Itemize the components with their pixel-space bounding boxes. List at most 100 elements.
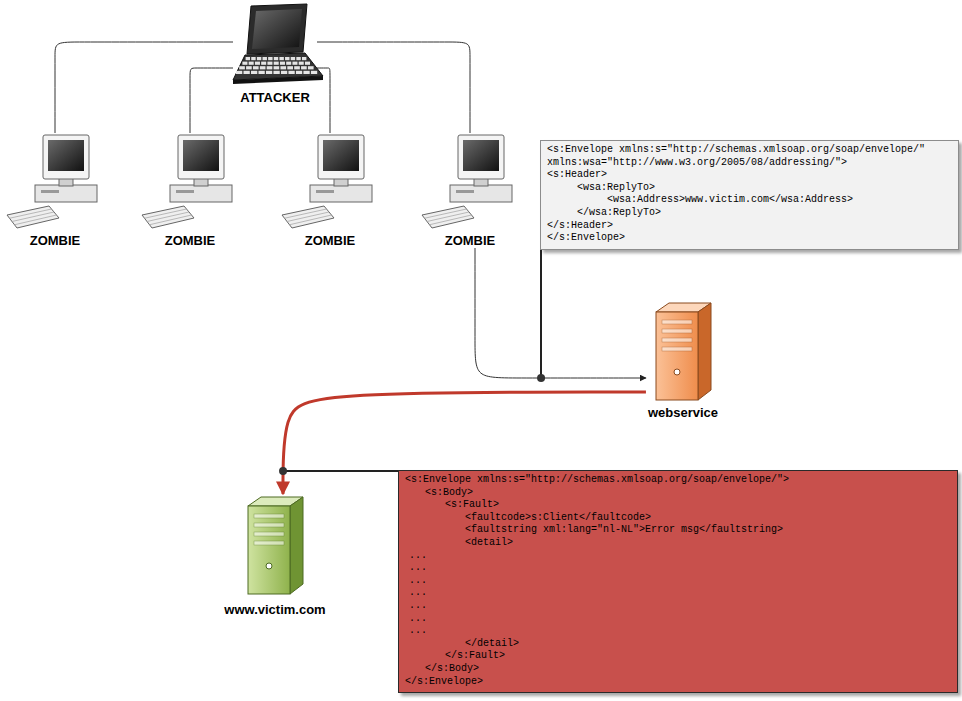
- laptop-key: [305, 62, 310, 65]
- laptop-edge: [233, 76, 323, 84]
- drive-bay: [662, 338, 692, 342]
- laptop-key: [280, 66, 286, 69]
- power-button: [266, 563, 272, 569]
- laptop-key: [236, 71, 242, 74]
- drive-bay: [662, 320, 692, 324]
- code-line: ...: [405, 562, 949, 575]
- node-label: ZOMBIE: [140, 233, 240, 248]
- code-line: ...: [405, 587, 949, 600]
- code-line: <wsa:Address>www.victim.com</wsa:Address…: [547, 194, 950, 207]
- connector-line: [190, 68, 233, 133]
- laptop-key: [258, 71, 264, 74]
- connector-line: [317, 42, 470, 133]
- code-line: </s:Header>: [547, 220, 950, 233]
- server-side: [290, 497, 303, 594]
- icon: [245, 494, 305, 602]
- leader-line: [540, 250, 542, 378]
- laptop-key: [246, 66, 252, 69]
- drive-bay: [254, 532, 284, 536]
- code-line: <s:Envelope xmlns:s="http://schemas.xmls…: [547, 144, 950, 157]
- pc-case: [450, 185, 512, 202]
- pc-monitor: [178, 135, 224, 179]
- pc-drive: [316, 190, 334, 193]
- keyboard-row: [15, 215, 57, 225]
- zombie-computer: ZOMBIE: [140, 133, 240, 248]
- pc-monitor: [318, 135, 364, 179]
- pc-case: [35, 185, 97, 202]
- code-line: <s:Fault>: [405, 499, 949, 512]
- laptop-key: [291, 57, 295, 60]
- laptop-key: [296, 57, 300, 60]
- leader-line: [283, 470, 398, 472]
- server-front: [656, 312, 698, 400]
- pc-case: [170, 185, 232, 202]
- laptop-key: [279, 57, 283, 60]
- laptop-key: [303, 71, 309, 74]
- code-line: </s:Envelope>: [547, 232, 950, 245]
- laptop-key: [302, 57, 306, 60]
- laptop-key: [253, 66, 259, 69]
- laptop-key: [261, 62, 266, 65]
- server-front: [248, 506, 290, 594]
- code-line: <detail>: [405, 537, 949, 550]
- laptop-key: [266, 71, 272, 74]
- code-line: </s:Body>: [405, 663, 949, 676]
- drive-bay: [662, 347, 692, 351]
- leader-dot: [279, 467, 287, 475]
- pc-screen: [183, 140, 219, 171]
- laptop-key: [308, 66, 314, 69]
- pc-keyboard: [142, 206, 194, 228]
- code-line: <wsa:ReplyTo>: [547, 182, 950, 195]
- soap-message-box: <s:Envelope xmlns:s="http://schemas.xmls…: [398, 470, 958, 693]
- code-line: ...: [405, 550, 949, 563]
- pc-screen: [48, 140, 84, 171]
- pc-case: [310, 185, 372, 202]
- code-line: </wsa:ReplyTo>: [547, 207, 950, 220]
- pc-keyboard: [7, 206, 59, 228]
- node-label: ATTACKER: [225, 90, 325, 105]
- node-label: webservice: [646, 405, 720, 420]
- code-line: </s:Envelope>: [405, 676, 949, 689]
- server-side: [698, 303, 711, 400]
- laptop-key: [294, 66, 300, 69]
- laptop-key: [287, 66, 293, 69]
- pc-drive: [176, 190, 194, 193]
- drive-bay: [254, 514, 284, 518]
- pc-monitor: [458, 135, 504, 179]
- pc-drive: [41, 190, 59, 193]
- pc-monitor: [43, 135, 89, 179]
- laptop-key: [280, 62, 285, 65]
- laptop-key: [242, 62, 247, 65]
- laptop-key: [285, 57, 289, 60]
- laptop-key: [288, 71, 294, 74]
- laptop-key: [267, 66, 273, 69]
- code-line: <s:Body>: [405, 487, 949, 500]
- keyboard-row: [290, 215, 332, 225]
- code-line: xmlns:wsa="http://www.w3.org/2005/08/add…: [547, 157, 950, 170]
- drive-bay: [254, 541, 284, 545]
- code-line: </s:Fault>: [405, 650, 949, 663]
- pc-keyboard: [282, 206, 334, 228]
- zombie-computer: ZOMBIE: [420, 133, 520, 248]
- pc-keyboard: [422, 206, 474, 228]
- zombie-computer: ZOMBIE: [280, 133, 380, 248]
- laptop-key: [263, 57, 267, 60]
- drive-bay: [662, 329, 692, 333]
- node-label: ZOMBIE: [280, 233, 380, 248]
- laptop-key: [292, 62, 297, 65]
- laptop-key: [249, 62, 254, 65]
- laptop-key: [267, 62, 272, 65]
- laptop-screen: [247, 4, 307, 54]
- icon: [420, 133, 520, 233]
- laptop-key: [273, 71, 279, 74]
- laptop-key: [311, 71, 317, 74]
- code-line: ...: [405, 575, 949, 588]
- laptop-key: [296, 71, 302, 74]
- code-line: <faultstring xml:lang="nl-NL">Error msg<…: [405, 524, 949, 537]
- icon: [5, 133, 105, 233]
- leader-dot: [537, 374, 545, 382]
- laptop-key: [251, 57, 255, 60]
- code-line: ...: [405, 600, 949, 613]
- code-line: <faultcode>s:Client</faultcode>: [405, 512, 949, 525]
